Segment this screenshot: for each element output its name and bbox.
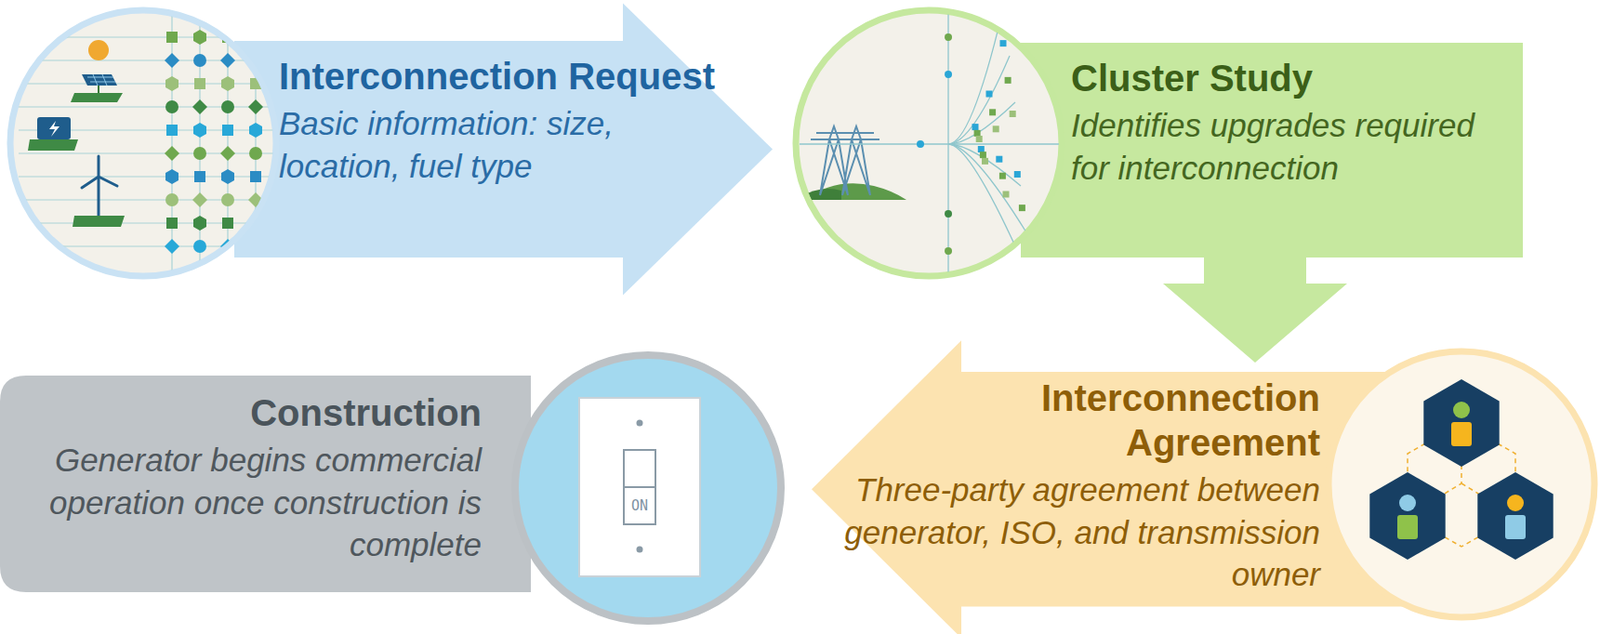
step-title: Interconnection Agreement — [985, 375, 1321, 465]
step-description: Three-party agreement between generator,… — [818, 468, 1321, 596]
step-description: Basic information: size, location, fuel … — [278, 102, 716, 187]
switch-label: ON — [631, 497, 648, 515]
step-title: Interconnection Request — [278, 53, 716, 99]
step-title: Cluster Study — [1071, 55, 1518, 101]
generation-illustration — [10, 0, 279, 289]
parties-illustration — [1328, 351, 1595, 618]
process-band: ConstructionGenerator begins commercial … — [9, 390, 482, 567]
step-title: Construction — [9, 390, 482, 436]
process-band: Interconnection AgreementThree-party agr… — [818, 375, 1321, 596]
process-band: Interconnection RequestBasic information… — [278, 53, 716, 187]
flow-arrow — [1163, 255, 1348, 363]
band-shape — [0, 375, 531, 593]
band-shape — [1020, 42, 1523, 258]
transmission-illustration — [795, 4, 1062, 284]
switch-illustration — [515, 355, 781, 622]
step-description: Identifies upgrades required for interco… — [1071, 104, 1518, 189]
step-description: Generator begins commercial operation on… — [9, 438, 482, 567]
flow-arrow — [622, 3, 773, 296]
process-band: Cluster StudyIdentifies upgrades require… — [1071, 55, 1518, 189]
